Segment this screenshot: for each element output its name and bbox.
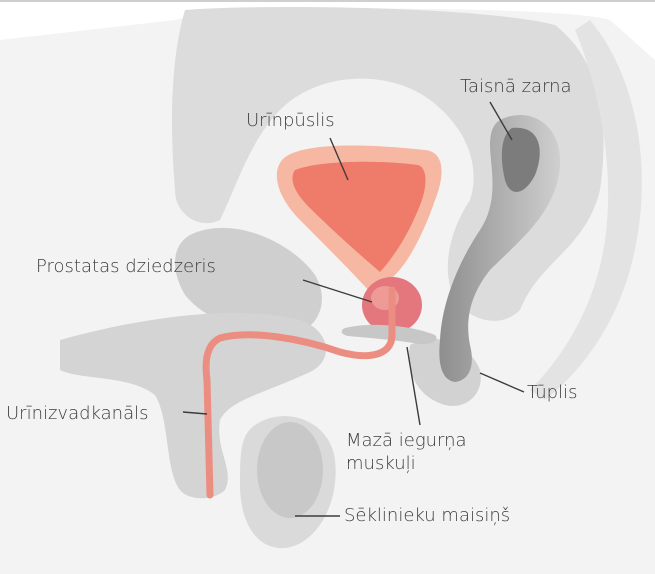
label-prostate: Prostatas dziedzeris	[36, 256, 216, 278]
label-urethra: Urīnizvadkanāls	[6, 403, 149, 425]
label-bladder: Urīnpūslis	[246, 110, 335, 132]
label-pelvic-floor-2: muskuļi	[346, 453, 416, 475]
label-scrotum: Sēklinieku maisiņš	[344, 505, 510, 527]
label-rectum: Taisnā zarna	[460, 76, 572, 98]
label-pelvic-floor-1: Mazā iegurņa	[346, 430, 467, 452]
testis	[257, 422, 323, 518]
label-anus: Tūplis	[527, 382, 577, 404]
